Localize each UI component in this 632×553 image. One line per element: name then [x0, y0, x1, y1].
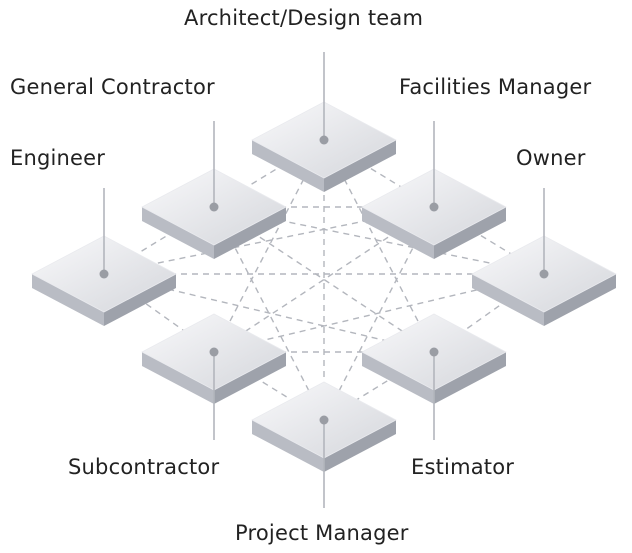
label-owner: Owner [516, 146, 586, 170]
dot-architect [319, 135, 329, 145]
label-facilities-manager: Facilities Manager [399, 75, 592, 99]
label-engineer: Engineer [10, 146, 106, 170]
connection-line [213, 273, 545, 353]
label-subcontractor: Subcontractor [68, 455, 220, 479]
tile-right-face [214, 352, 286, 404]
label-project-manager: Project Manager [235, 521, 409, 545]
connection-line [213, 139, 325, 353]
tile-right-face [324, 420, 396, 472]
dot-project-manager [319, 415, 329, 425]
dot-estimator [429, 347, 439, 357]
connection-line [323, 139, 435, 353]
label-estimator: Estimator [411, 455, 515, 479]
tile-left-face [142, 207, 214, 259]
tile-left-face [362, 352, 434, 404]
tile-right-face [324, 140, 396, 192]
dot-general-contractor [209, 202, 219, 212]
tile-right-face [434, 352, 506, 404]
tile-project-manager [251, 381, 397, 472]
dot-facilities-manager [429, 202, 439, 212]
label-general-contractor: General Contractor [10, 75, 215, 99]
tile-right-face [434, 207, 506, 259]
tile-right-face [104, 274, 176, 326]
dot-subcontractor [209, 347, 219, 357]
tile-right-face [544, 274, 616, 326]
tile-left-face [472, 274, 544, 326]
label-architect: Architect/Design team [184, 6, 424, 30]
tile-left-face [362, 207, 434, 259]
tile-left-face [252, 140, 324, 192]
dot-owner [539, 269, 549, 279]
tile-left-face [32, 274, 104, 326]
tile-right-face [214, 207, 286, 259]
tile-left-face [142, 352, 214, 404]
tile-left-face [252, 420, 324, 472]
role-tiles [31, 52, 617, 508]
dot-engineer [99, 269, 109, 279]
